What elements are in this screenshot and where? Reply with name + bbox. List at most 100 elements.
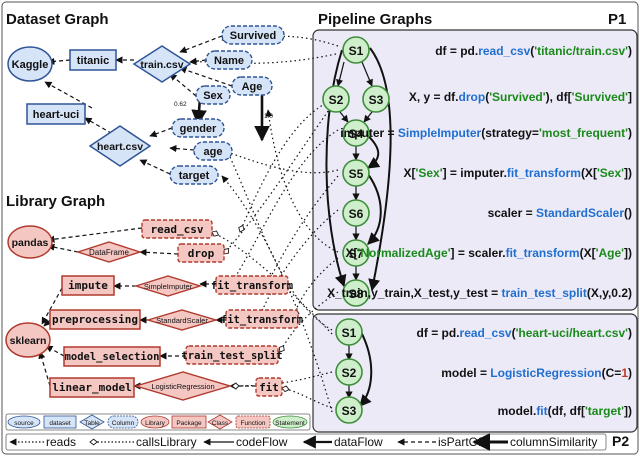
dataset-heart-uci-label: heart-uci — [33, 109, 79, 121]
statement-node-p1-s3: S3 — [362, 85, 390, 113]
library-pandas-label: pandas — [12, 237, 49, 249]
dataset-titanic-label: titanic — [77, 55, 109, 67]
package-linear-model-label: linear_model — [52, 381, 131, 394]
package-model-selection-label: model_selection — [65, 351, 160, 363]
column-gender-label: gender — [180, 123, 217, 135]
legend-statement-shape — [272, 415, 308, 429]
pipeline-p2-panel — [312, 313, 638, 433]
function-drop-label: drop — [188, 247, 215, 260]
statement-label: S3 — [342, 404, 357, 418]
legend-dataset-shape — [43, 415, 77, 429]
column-age-titanic-label: Age — [242, 81, 263, 93]
pipeline-p2: S1 S2 S3 df = pd.read_csv('heart-uci/hea… — [335, 318, 632, 424]
legend-source-label: source — [14, 420, 34, 427]
class-node-dataframe — [75, 241, 143, 263]
package-node-impute — [61, 275, 115, 296]
legend-library-label: Library — [145, 420, 166, 427]
table-train-csv-label: train.csv — [140, 59, 183, 71]
function-fit-label: fit — [259, 381, 279, 394]
legend-function-shape — [235, 415, 271, 429]
column-node-target — [169, 165, 219, 185]
package-impute-label: impute — [68, 279, 108, 292]
code-line-p1-s6: scaler = StandardScaler() — [488, 206, 632, 220]
function-node-fit-transform-1 — [215, 275, 289, 295]
legend-library-shape — [140, 415, 170, 429]
legend-package-shape — [171, 415, 207, 429]
package-node-linear-model — [49, 377, 135, 398]
column-node-sex — [195, 85, 231, 105]
package-preprocessing-label: preprocessing — [52, 313, 138, 326]
statement-node-p1-s4: S4 — [342, 119, 370, 147]
legend-table-label: Table — [84, 420, 100, 427]
pipeline-p1-panel — [312, 29, 638, 311]
function-node-fit — [255, 377, 283, 397]
statement-label: S2 — [342, 366, 357, 380]
function-fit-transform-2-label: fit_transform — [221, 314, 303, 326]
package-node-preprocessing — [49, 309, 141, 330]
legend-table-shape — [79, 414, 105, 430]
column-node-age-heart — [193, 141, 233, 161]
column-node-survived — [221, 25, 285, 45]
similarity-score-sex-gender: 0.62 — [174, 101, 187, 108]
p2-label: P2 — [612, 433, 629, 449]
statement-node-p2-s1: S1 — [335, 318, 363, 346]
table-heart-csv-label: heart.csv — [97, 141, 143, 153]
legend-is-part-of-label: isPartOf — [438, 435, 482, 449]
code-line-p2-s1: df = pd.read_csv('heart-uci/heart.csv') — [417, 326, 632, 340]
legend-dataset-label: dataset — [49, 420, 71, 427]
class-dataframe-label: DataFrame — [89, 248, 130, 257]
dataset-graph: Kaggle titanic train.csv Survived Name A… — [7, 25, 285, 185]
legend-package-label: Package — [176, 420, 202, 427]
legend-class-label: Class — [212, 420, 229, 427]
code-line-p1-s7: X['NormalizedAge'] = scaler.fit_transfor… — [345, 246, 632, 260]
legend-data-flow-label: dataFlow — [334, 435, 383, 449]
statement-node-p2-s3: S3 — [335, 396, 363, 424]
function-node-read-csv — [141, 219, 213, 239]
column-name-label: Name — [214, 55, 244, 67]
column-node-age-titanic — [231, 76, 273, 96]
package-node-model-selection — [63, 346, 161, 367]
class-simple-imputer-label: SimpleImputer — [144, 282, 193, 291]
legend-column-label: Column — [112, 420, 135, 427]
function-train-test-split-label: train_test_split — [181, 350, 282, 362]
statement-node-p1-s1: S1 — [342, 36, 370, 64]
legend-calls-library-label: callsLibrary — [136, 435, 197, 449]
statement-node-p1-s6: S6 — [342, 199, 370, 227]
dataset-node-heart-uci — [26, 103, 86, 125]
library-node-pandas — [7, 225, 53, 259]
pipeline-graphs-title: Pipeline Graphs — [318, 11, 432, 28]
statement-label: S8 — [349, 287, 364, 301]
statement-node-p1-s2: S2 — [322, 85, 350, 113]
library-graph: pandas sklearn read_csv DataFrame drop i… — [5, 219, 303, 401]
class-standard-scaler-label: StandardScaler — [156, 316, 208, 325]
source-kaggle-label: Kaggle — [12, 59, 49, 71]
code-line-p1-s8: X_train,y_train,X_test,y_test = train_te… — [327, 286, 632, 300]
function-node-drop — [177, 243, 225, 263]
statement-label: S2 — [329, 93, 344, 107]
class-node-standard-scaler — [145, 309, 219, 331]
column-node-gender — [171, 118, 225, 138]
table-node-train-csv — [132, 45, 192, 83]
column-sex-label: Sex — [203, 90, 223, 102]
statement-label: S4 — [349, 127, 364, 141]
legend-source-shape — [7, 415, 41, 429]
statement-label: S1 — [349, 44, 364, 58]
edge-type-legend: reads callsLibrary codeFlow dataFlow isP… — [5, 433, 607, 451]
function-node-train-test-split — [185, 345, 279, 365]
source-node-kaggle — [7, 46, 53, 82]
legend-statement-label: Statement — [275, 420, 305, 427]
class-node-logistic-regression — [133, 371, 233, 401]
legend-code-flow-label: codeFlow — [236, 435, 288, 449]
dataset-node-titanic — [69, 49, 117, 71]
node-type-legend: source dataset Table Column Library Pack… — [5, 413, 311, 431]
statement-label: S6 — [349, 207, 364, 221]
code-line-p1-s4: imputer = SimpleImputer(strategy='most_f… — [340, 126, 632, 140]
code-line-p2-s2: model = LogisticRegression(C=1) — [441, 366, 632, 380]
column-target-label: target — [179, 170, 210, 182]
function-node-fit-transform-2 — [225, 309, 299, 329]
class-logistic-regression-label: LogisticRegression — [151, 382, 214, 391]
column-age-heart-label: age — [204, 146, 223, 158]
legend-column-similarity-label: columnSimilarity — [510, 435, 597, 449]
